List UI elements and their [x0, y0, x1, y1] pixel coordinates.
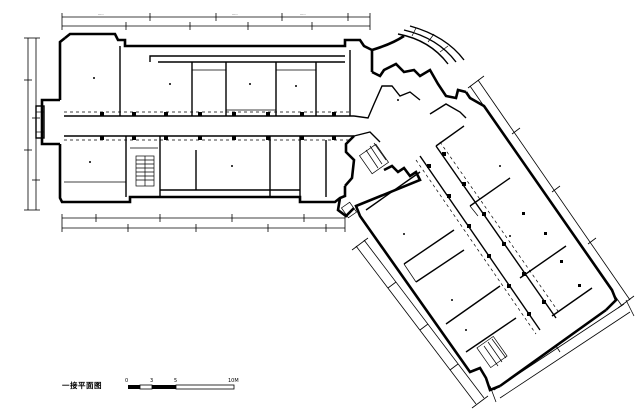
central-lobby-walls [336, 25, 467, 219]
dimension-chain-diagonal-upper [467, 75, 635, 309]
svg-text:·····: ····· [300, 13, 306, 17]
scale-bar: 0 3 5 10M [125, 378, 239, 390]
scale-label-0: 0 [125, 378, 128, 384]
svg-text:·····: ····· [98, 13, 104, 17]
dimension-chain-left [24, 37, 40, 211]
dimension-chain-top: ····· ····· ····· [61, 13, 371, 30]
east-wing-columns [397, 99, 581, 331]
east-wing-walls [354, 91, 618, 392]
dimension-chain-bottom [61, 214, 346, 232]
dimension-chain-diagonal-bottom [489, 299, 635, 403]
scale-label-3: 3 [150, 378, 153, 384]
scale-label-5: 5 [174, 378, 177, 384]
west-wing-walls [35, 32, 374, 204]
svg-text:·····: ····· [232, 13, 238, 17]
scale-label-10m: 10M [228, 378, 239, 384]
west-wing-columns [89, 77, 336, 167]
dimension-chain-diagonal-lower [351, 237, 489, 409]
drawing-title: 一接平面图 [62, 381, 102, 390]
